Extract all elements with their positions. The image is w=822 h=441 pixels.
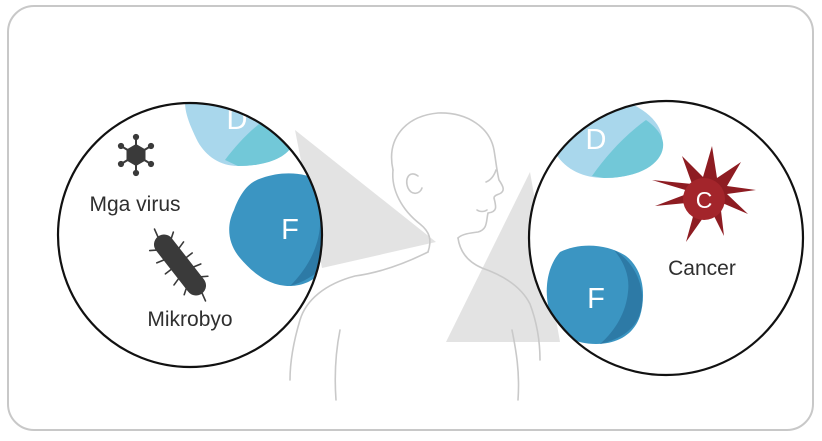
cancer-cell-icon: C — [652, 146, 756, 242]
cancer-cell-letter: C — [696, 187, 713, 213]
left-cell-f: F — [229, 173, 322, 286]
virus-icon — [117, 133, 155, 177]
virus-label: Mga virus — [89, 193, 180, 216]
left-magnification-beam — [295, 130, 436, 268]
cancer-label: Cancer — [668, 257, 736, 280]
microbe-label: Mikrobyo — [147, 308, 232, 331]
right-cell-d-letter: D — [586, 124, 607, 156]
bacterium-icon — [148, 228, 209, 302]
right-cell-f-letter: F — [587, 283, 605, 315]
left-zoom-circle: D F Mga virus — [56, 101, 324, 369]
right-zoom-circle: D F C Cancer — [527, 99, 805, 377]
left-cell-f-letter: F — [281, 214, 299, 246]
right-cell-f: F — [546, 245, 644, 344]
person-outline — [289, 112, 541, 401]
